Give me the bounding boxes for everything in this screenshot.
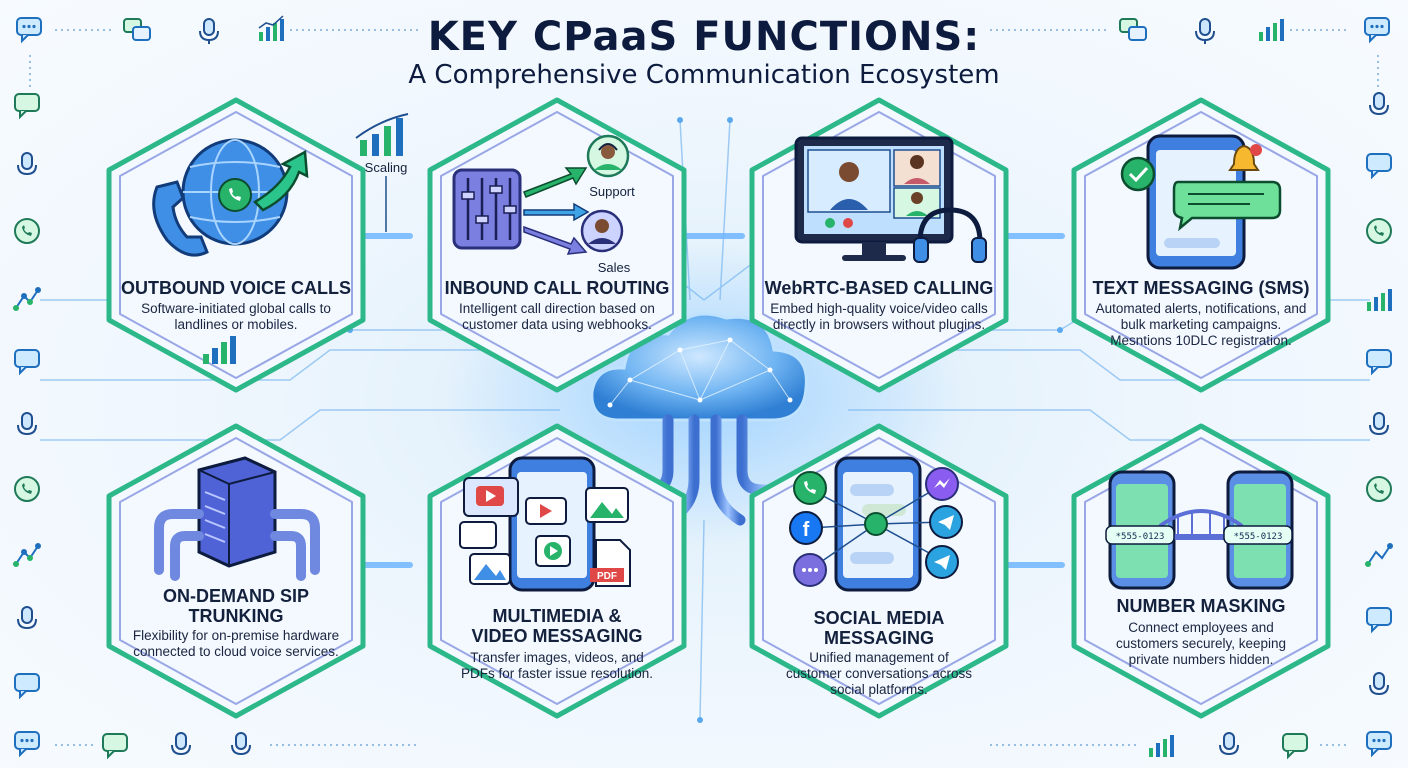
sales-label: Sales bbox=[598, 260, 631, 275]
card-description: Embed high-quality voice/video calls dir… bbox=[770, 301, 988, 332]
whatsapp-icon bbox=[1366, 218, 1392, 244]
chat-icon bbox=[16, 17, 42, 44]
card-heading: NUMBER MASKING bbox=[1116, 596, 1286, 616]
bar-chart-icon bbox=[1259, 19, 1284, 41]
bar-chart-icon bbox=[1149, 735, 1174, 757]
card-webrtc-calling: WebRTC-BASED CALLING Embed high-quality … bbox=[738, 92, 1020, 398]
card-text-messaging: TEXT MESSAGING (SMS) Automated alerts, n… bbox=[1060, 92, 1342, 398]
page-title: KEY CPaaS FUNCTIONS: bbox=[427, 14, 981, 60]
whatsapp-icon bbox=[14, 476, 40, 502]
network-nodes-icon bbox=[13, 543, 41, 567]
chat-icon bbox=[102, 733, 128, 760]
microphone-icon bbox=[17, 412, 37, 436]
microphone-icon bbox=[1369, 412, 1389, 436]
card-description: Transfer images, videos, and PDFs for fa… bbox=[460, 650, 654, 681]
card-heading: OUTBOUND VOICE CALLS bbox=[120, 278, 351, 298]
server-pipes-icon bbox=[154, 456, 320, 581]
masked-number-right: *555-0123 bbox=[1234, 532, 1283, 542]
microphone-icon bbox=[17, 606, 37, 630]
card-heading: TEXT MESSAGING (SMS) bbox=[1092, 278, 1310, 298]
chat-icon bbox=[14, 93, 40, 120]
microphone-icon bbox=[231, 732, 251, 756]
network-nodes-icon bbox=[1365, 543, 1393, 567]
card-social-media-messaging: f SOCIAL MEDIA MESSAGING Unified managem… bbox=[738, 418, 1020, 724]
globe-phone-icon bbox=[152, 138, 309, 364]
pdf-label: PDF bbox=[597, 571, 617, 582]
microphone-icon bbox=[171, 732, 191, 756]
card-heading: INBOUND CALL ROUTING bbox=[444, 278, 670, 298]
svg-text:f: f bbox=[803, 519, 810, 541]
card-multimedia-messaging: PDF MULTIMEDIA & VIDEO MESSAGING Transfe… bbox=[416, 418, 698, 724]
scaling-label: Scaling bbox=[364, 160, 408, 175]
card-description: Unified management of customer conversat… bbox=[785, 650, 973, 697]
whatsapp-icon bbox=[1366, 476, 1392, 502]
card-description: Flexibility for on-premise hardware conn… bbox=[132, 628, 340, 659]
microphone-icon bbox=[1369, 92, 1389, 116]
chat-icon bbox=[1366, 153, 1392, 180]
chat-icon bbox=[1364, 17, 1390, 44]
monitor-video-icon bbox=[794, 136, 987, 263]
microphone-icon bbox=[1369, 672, 1389, 696]
chat-icon bbox=[14, 731, 40, 758]
phone-social-icon: f bbox=[789, 456, 963, 592]
chat-icon bbox=[1366, 731, 1392, 758]
card-heading: ON-DEMAND SIP TRUNKING bbox=[162, 586, 309, 626]
microphone-icon bbox=[199, 18, 219, 44]
chat-icon bbox=[1366, 607, 1392, 634]
card-heading: MULTIMEDIA & VIDEO MESSAGING bbox=[471, 606, 643, 646]
card-description: Connect employees and customers securely… bbox=[1115, 620, 1287, 667]
chat-icon bbox=[1366, 349, 1392, 376]
card-outbound-voice-calls: OUTBOUND VOICE CALLS Software-initiated … bbox=[95, 92, 377, 398]
card-description: Software-initiated global calls to landl… bbox=[141, 301, 331, 332]
chat-icon bbox=[14, 673, 40, 700]
card-description: Automated alerts, notifications, and bul… bbox=[1095, 301, 1307, 348]
whatsapp-icon bbox=[14, 218, 40, 244]
page-subtitle: A Comprehensive Communication Ecosystem bbox=[408, 60, 1000, 90]
card-sip-trunking: ON-DEMAND SIP TRUNKING Flexibility for o… bbox=[95, 418, 377, 724]
card-number-masking: *555-0123 *555-0123 NUMBER MASKING Conne… bbox=[1060, 418, 1342, 724]
microphone-icon bbox=[1195, 18, 1215, 44]
card-inbound-call-routing: Support Sales INBOUND CALL ROUTING Intel… bbox=[416, 92, 698, 398]
router-sliders-icon: Support Sales bbox=[452, 134, 635, 275]
phone-media-icon: PDF bbox=[459, 456, 631, 592]
chat-icon bbox=[14, 349, 40, 376]
support-label: Support bbox=[589, 184, 635, 199]
masked-number-left: *555-0123 bbox=[1116, 532, 1165, 542]
phone-sms-icon bbox=[1120, 134, 1282, 270]
card-heading: WebRTC-BASED CALLING bbox=[764, 278, 994, 298]
scaling-chart-icon bbox=[355, 113, 409, 232]
chat-bubbles-icon bbox=[123, 18, 151, 41]
network-nodes-icon bbox=[13, 287, 41, 311]
card-heading: SOCIAL MEDIA MESSAGING bbox=[813, 608, 945, 648]
card-description: Intelligent call direction based on cust… bbox=[459, 301, 655, 332]
bar-chart-icon bbox=[258, 15, 284, 41]
microphone-icon bbox=[1219, 732, 1239, 756]
microphone-icon bbox=[17, 152, 37, 176]
chat-icon bbox=[1282, 733, 1308, 760]
phones-bridge-icon: *555-0123 *555-0123 bbox=[1105, 470, 1294, 590]
bar-chart-icon bbox=[1367, 289, 1392, 311]
chat-bubbles-icon bbox=[1119, 18, 1147, 41]
